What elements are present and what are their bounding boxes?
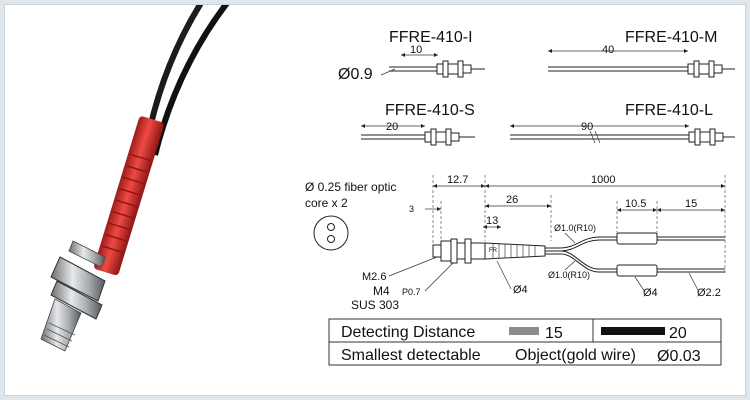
- model-410-l: FFRE-410-L 90: [510, 102, 735, 146]
- smallest-detectable-label: Smallest detectable: [341, 347, 481, 364]
- model-410-m: FFRE-410-M 40: [548, 29, 735, 78]
- spec-table: Detecting Distance 15 20 Smallest detect…: [328, 318, 722, 366]
- material: SUS 303: [351, 298, 399, 312]
- model-name: FFRE-410-L: [625, 102, 713, 119]
- distance-bar-black: [601, 327, 665, 335]
- model-410-i: FFRE-410-I 10 Ø0.9: [338, 29, 485, 83]
- length-dim: 20: [386, 121, 398, 133]
- object-label: Object(gold wire): [515, 347, 636, 364]
- dim-1000: 1000: [591, 174, 615, 186]
- sensor-body-drawing: FR: [432, 238, 546, 264]
- thread-m2-6: M2.6: [362, 271, 386, 283]
- cable-diameter: Ø2.2: [697, 287, 721, 299]
- thread-pitch: P0.7: [402, 287, 421, 297]
- dim-10-5: 10.5: [625, 198, 646, 210]
- fiber-diameter: Ø0.9: [338, 66, 373, 83]
- model-name: FFRE-410-S: [385, 102, 475, 119]
- dim-13: 13: [486, 215, 498, 227]
- detecting-distance-label: Detecting Distance: [341, 324, 475, 341]
- length-dim: 10: [410, 44, 422, 56]
- core-cross-section: [313, 215, 349, 251]
- smallest-value: Ø0.03: [657, 348, 701, 365]
- svg-text:FR: FR: [489, 248, 498, 254]
- dimension-drawing: FFRE-410-I 10 Ø0.9 FFRE-410-M 40 FFRE-41…: [305, 29, 735, 366]
- distance-value-b: 20: [669, 325, 687, 342]
- dim-3: 3: [409, 204, 414, 214]
- sleeve-diameter: Ø4: [513, 284, 528, 296]
- model-name: FFRE-410-I: [389, 29, 473, 46]
- length-dim: 40: [602, 44, 614, 56]
- dim-26: 26: [506, 194, 518, 206]
- core-note-line1: Ø 0.25 fiber optic: [305, 180, 396, 194]
- distance-bar-gray: [509, 327, 539, 335]
- fiber-dia-lower: Ø1.0(R10): [548, 270, 590, 280]
- core-note-line2: core x 2: [305, 196, 348, 210]
- model-410-s: FFRE-410-S 20: [361, 102, 475, 146]
- detail-section: Ø 0.25 fiber optic core x 2 12.7 1000 26: [305, 174, 726, 312]
- thread-m4: M4: [373, 284, 390, 298]
- dim-15: 15: [685, 198, 697, 210]
- dim-12-7: 12.7: [447, 174, 468, 186]
- metal-head: [40, 240, 106, 352]
- length-dim: 90: [581, 121, 593, 133]
- red-sleeve: [94, 116, 164, 276]
- sleeve-diameter-2: Ø4: [643, 287, 658, 299]
- image-frame: FFRE-410-I 10 Ø0.9 FFRE-410-M 40 FFRE-41…: [4, 4, 746, 396]
- sensor-photo: [40, 5, 230, 352]
- distance-value-a: 15: [545, 325, 563, 342]
- fiber-dia-upper: Ø1.0(R10): [554, 223, 596, 233]
- model-name: FFRE-410-M: [625, 29, 717, 46]
